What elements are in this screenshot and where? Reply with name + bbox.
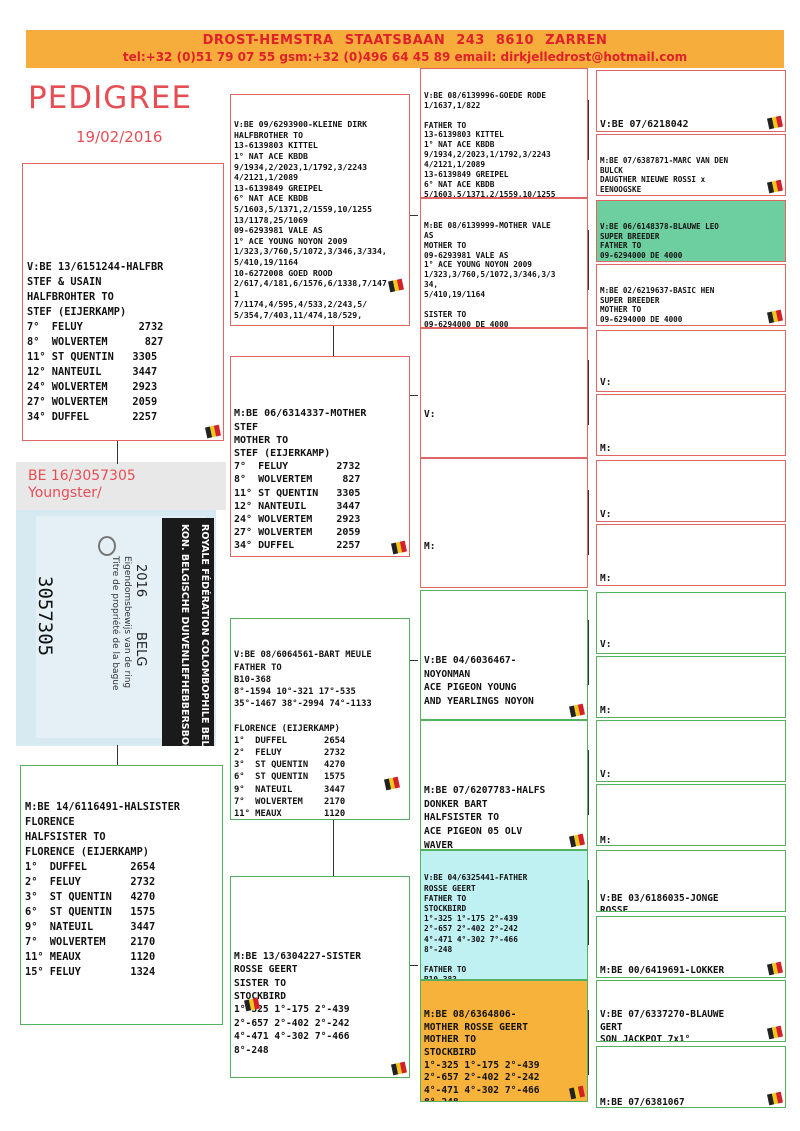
mmf-box: V:BE 04/6325441-FATHER ROSSE GEERT FATHE… xyxy=(420,850,588,980)
g4-box-14: M:BE 00/6419691-LOKKER xyxy=(596,916,786,978)
g4-text-6: M: xyxy=(600,443,612,454)
connector xyxy=(588,1010,589,1075)
mmm-box: M:BE 08/6364806- MOTHER ROSSE GEERT MOTH… xyxy=(420,980,588,1102)
ffm-box: M:BE 08/6139999-MOTHER VALE AS MOTHER TO… xyxy=(420,198,588,328)
ring-caption-fr: Titre de propriété de la bague xyxy=(110,556,120,691)
fmf-text: V: xyxy=(424,409,436,420)
g4-box-16: M:BE 07/6381067 xyxy=(596,1046,786,1108)
mmm-text: M:BE 08/6364806- MOTHER ROSSE GEERT MOTH… xyxy=(424,1009,540,1101)
ring-org-fr: ROYALE FÉDÉRATION COLOMBOPHILE BELGE xyxy=(199,524,210,746)
belgian-flag-icon xyxy=(569,703,586,718)
fm-box: M:BE 06/6314337-MOTHER STEF MOTHER TO ST… xyxy=(230,356,410,557)
g4-text-16: M:BE 07/6381067 xyxy=(600,1097,685,1108)
g4-text-2: M:BE 07/6387871-MARC VAN DEN BULCK DAUGT… xyxy=(600,156,729,194)
ring-number: 3057305 xyxy=(34,576,56,657)
g4-text-4: M:BE 02/6219637-BASIC HEN SUPER BREEDER … xyxy=(600,286,719,325)
breeder-address: DROST-HEMSTRA STAATSBAAN 243 8610 ZARREN xyxy=(202,33,608,48)
father-box: V:BE 13/6151244-HALFBR STEF & USAIN HALF… xyxy=(22,163,224,441)
ring-country: BELG xyxy=(133,632,148,667)
g4-box-1: V:BE 07/6218042 xyxy=(596,70,786,132)
g4-text-13: V:BE 03/6186035-JONGE ROSSE xyxy=(600,893,719,912)
fm-text: M:BE 06/6314337-MOTHER STEF MOTHER TO ST… xyxy=(234,408,367,552)
fff-text: V:BE 08/6139996-GOEDE RODE 1/1637,1/822 … xyxy=(424,90,556,198)
connector xyxy=(410,965,418,966)
g4-text-12: M: xyxy=(600,835,612,846)
mff-box: V:BE 04/6036467- NOYONMAN ACE PIGEON YOU… xyxy=(420,590,588,720)
g4-text-1: V:BE 07/6218042 xyxy=(600,119,689,130)
fmf-box: V: xyxy=(420,328,588,458)
connector xyxy=(333,820,334,876)
g4-box-7: V: xyxy=(596,460,786,522)
g4-box-2: M:BE 07/6387871-MARC VAN DEN BULCK DAUGT… xyxy=(596,134,786,196)
g4-box-5: V: xyxy=(596,330,786,392)
connector xyxy=(410,395,418,396)
connector xyxy=(588,620,589,685)
mother-text: M:BE 14/6116491-HALSISTER FLORENCE HALFS… xyxy=(25,801,180,978)
connector xyxy=(588,750,589,815)
g4-text-14: M:BE 00/6419691-LOKKER xyxy=(600,965,725,976)
g4-box-10: M: xyxy=(596,656,786,718)
mff-text: V:BE 04/6036467- NOYONMAN ACE PIGEON YOU… xyxy=(424,655,534,707)
g4-box-3: V:BE 06/6148378-BLAUWE LEO SUPER BREEDER… xyxy=(596,200,786,262)
ff-box: V:BE 09/6293900-KLEINE DIRK HALFBROTHER … xyxy=(230,94,410,326)
g4-text-3: V:BE 06/6148378-BLAUWE LEO SUPER BREEDER… xyxy=(600,222,719,261)
g4-text-8: M: xyxy=(600,573,612,584)
connector xyxy=(588,490,589,555)
g4-text-10: M: xyxy=(600,705,612,716)
g4-text-15: V:BE 07/6337270-BLAUWE GERT SON JACKPOT … xyxy=(600,1009,725,1042)
ring-org-nl: KON. BELGISCHE DUIVENLIEFHEBBERSBOND xyxy=(179,524,190,746)
g4-box-6: M: xyxy=(596,394,786,456)
belgian-flag-icon xyxy=(205,424,222,439)
g4-box-9: V: xyxy=(596,592,786,654)
g4-box-8: M: xyxy=(596,524,786,586)
ring-certificate: KON. BELGISCHE DUIVENLIEFHEBBERSBOND ROY… xyxy=(16,510,216,746)
connector xyxy=(117,745,118,765)
ff-text: V:BE 09/6293900-KLEINE DIRK HALFBROTHER … xyxy=(234,119,387,320)
mfm-text: M:BE 07/6207783-HALFS DONKER BART HALFSI… xyxy=(424,785,546,850)
mf-text: V:BE 08/6064561-BART MEULE FATHER TO B10… xyxy=(234,650,372,820)
mf-box: V:BE 08/6064561-BART MEULE FATHER TO B10… xyxy=(230,618,410,820)
ring-year: 2016 xyxy=(133,564,148,598)
mfm-box: M:BE 07/6207783-HALFS DONKER BART HALFSI… xyxy=(420,720,588,850)
connector xyxy=(588,880,589,945)
g4-box-13: V:BE 03/6186035-JONGE ROSSE xyxy=(596,850,786,912)
ring-label: BE 16/3057305 Youngster/ xyxy=(28,468,136,501)
g4-box-4: M:BE 02/6219637-BASIC HEN SUPER BREEDER … xyxy=(596,264,786,326)
page-title: PEDIGREE xyxy=(28,80,193,116)
ffm-text: M:BE 08/6139999-MOTHER VALE AS MOTHER TO… xyxy=(424,220,556,328)
belgian-flag-icon xyxy=(391,540,408,555)
fmm-text: M: xyxy=(424,541,436,552)
mm-text: M:BE 13/6304227-SISTER ROSSE GEERT SISTE… xyxy=(234,950,362,1056)
connector xyxy=(117,440,118,464)
mm-box: M:BE 13/6304227-SISTER ROSSE GEERT SISTE… xyxy=(230,876,410,1078)
g4-text-5: V: xyxy=(600,377,612,388)
connector xyxy=(588,100,589,160)
father-text: V:BE 13/6151244-HALFBR STEF & USAIN HALF… xyxy=(27,261,164,423)
mother-box: M:BE 14/6116491-HALSISTER FLORENCE HALFS… xyxy=(20,765,223,1025)
connector xyxy=(333,326,334,356)
ring-hole-icon xyxy=(98,536,116,556)
ring-certificate-band: KON. BELGISCHE DUIVENLIEFHEBBERSBOND ROY… xyxy=(162,518,214,746)
fff-box: V:BE 08/6139996-GOEDE RODE 1/1637,1/822 … xyxy=(420,68,588,198)
belgian-flag-icon xyxy=(391,1061,408,1076)
g4-text-9: V: xyxy=(600,639,612,650)
g4-text-7: V: xyxy=(600,509,612,520)
breeder-contact: tel:+32 (0)51 79 07 55 gsm:+32 (0)496 64… xyxy=(122,50,688,64)
fmm-box: M: xyxy=(420,458,588,588)
ring-caption-nl: Eigendomsbewijs van de ring xyxy=(122,556,132,689)
mmf-text: V:BE 04/6325441-FATHER ROSSE GEERT FATHE… xyxy=(424,873,528,980)
g4-text-11: V: xyxy=(600,769,612,780)
ring-label-area xyxy=(16,462,226,510)
contact-header: DROST-HEMSTRA STAATSBAAN 243 8610 ZARREN… xyxy=(26,30,784,68)
g4-box-15: V:BE 07/6337270-BLAUWE GERT SON JACKPOT … xyxy=(596,980,786,1042)
connector xyxy=(410,215,418,216)
connector xyxy=(588,360,589,425)
g4-box-11: V: xyxy=(596,720,786,782)
g4-box-12: M: xyxy=(596,784,786,846)
connector xyxy=(410,660,418,661)
connector xyxy=(588,230,589,290)
pedigree-date: 19/02/2016 xyxy=(76,128,163,146)
